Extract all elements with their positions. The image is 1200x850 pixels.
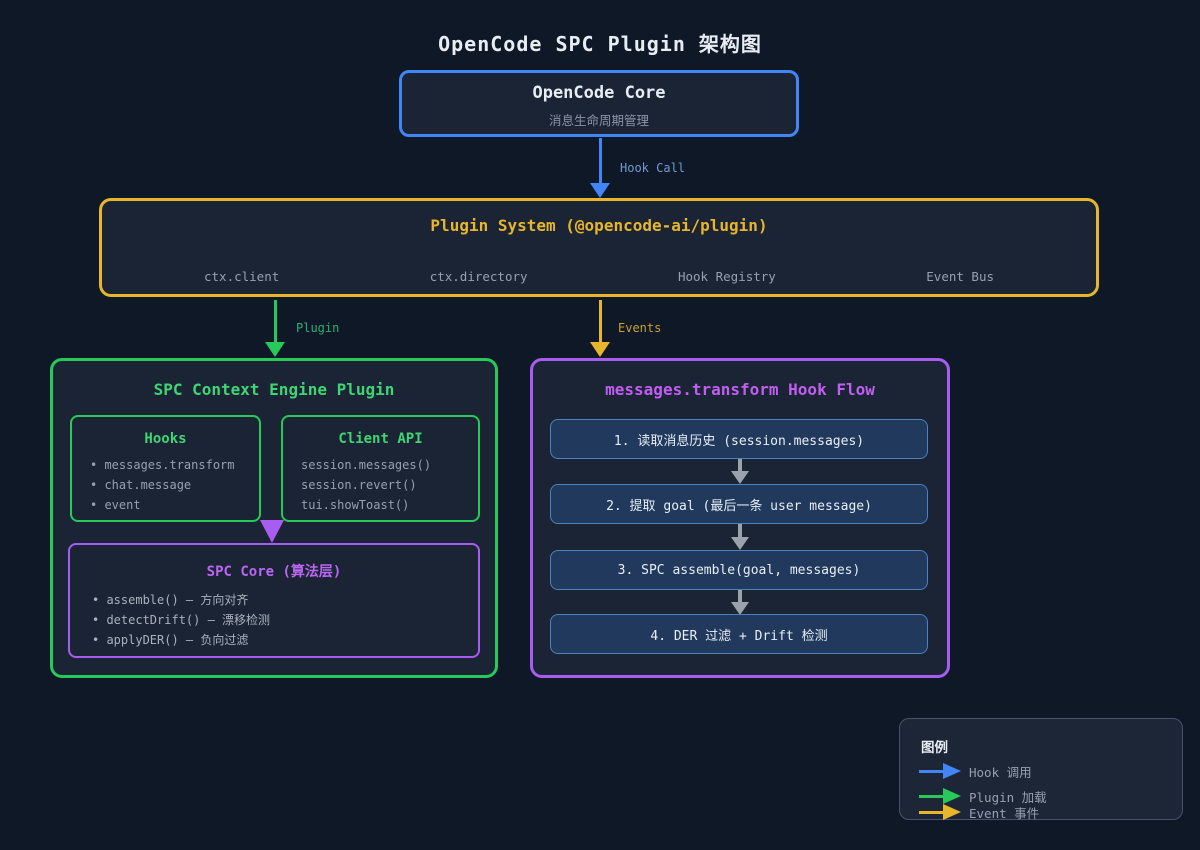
event-arrowhead-icon: [943, 804, 961, 820]
event-arrow-icon: [919, 810, 943, 814]
plugin-arrowhead-icon: [943, 788, 961, 804]
legend-row-plugin: Plugin 加载: [919, 787, 1047, 805]
hook-call-edge-label: Hook Call: [620, 161, 686, 175]
opencode-core-subtitle: 消息生命周期管理: [548, 113, 649, 128]
flow-connector-arrowhead-icon: [731, 537, 749, 550]
hooks-item: event: [72, 495, 259, 515]
plugin-arrowhead-icon: [265, 342, 285, 357]
legend-title: 图例: [921, 740, 948, 756]
hook-call-arrowhead-icon: [590, 183, 610, 198]
spc-core-title: SPC Core (算法层): [206, 564, 342, 580]
plugin-system-title: Plugin System (@opencode-ai/plugin): [430, 216, 768, 235]
plugin-edge-label: Plugin: [296, 321, 340, 335]
plugin-system-items: ctx.client ctx.directory Hook Registry E…: [99, 269, 1099, 284]
plugin-system-item-ctx-client: ctx.client: [204, 269, 280, 284]
plugin-system-item-hook-registry: Hook Registry: [677, 269, 776, 284]
client-api-title: Client API: [338, 431, 423, 447]
client-api-item: tui.showToast(): [301, 498, 410, 512]
hook-arrowhead-icon: [943, 763, 961, 779]
spc-core-item: assemble() — 方向对齐: [68, 590, 480, 610]
flow-step-4: 4. DER 过滤 + Drift 检测: [550, 614, 928, 654]
flow-step-2: 2. 提取 goal (最后一条 user message): [550, 484, 928, 524]
flow-connector-arrowhead-icon: [731, 602, 749, 615]
flow-connector-line: [738, 524, 742, 537]
hooks-item: messages.transform: [72, 455, 259, 475]
client-api-box: Client API session.messages() session.re…: [281, 415, 480, 522]
hook-call-arrow-line: [598, 138, 602, 184]
legend-label-event: Event 事件: [969, 805, 1040, 821]
plugin-system-item-ctx-directory: ctx.directory: [429, 269, 528, 284]
plugin-arrow-icon: [919, 794, 943, 798]
spc-core-item: detectDrift() — 漂移检测: [68, 610, 480, 630]
client-api-list: session.messages() session.revert() tui.…: [283, 455, 478, 515]
flow-connector-line: [738, 590, 742, 602]
client-api-item: session.messages(): [301, 458, 432, 472]
flow-step-3: 3. SPC assemble(goal, messages): [550, 550, 928, 590]
plugin-system-box: [99, 198, 1099, 297]
spc-plugin-title: SPC Context Engine Plugin: [153, 380, 395, 399]
flow-connector-line: [738, 459, 742, 471]
legend-label-plugin: Plugin 加载: [969, 789, 1047, 805]
events-arrow-line: [598, 300, 602, 343]
flow-connector-arrowhead-icon: [731, 471, 749, 484]
plugin-system-item-event-bus: Event Bus: [926, 269, 994, 284]
hooks-list: messages.transform chat.message event: [72, 455, 259, 515]
opencode-core-box: [399, 70, 799, 137]
hook-flow-title: messages.transform Hook Flow: [605, 380, 875, 399]
opencode-core-title: OpenCode Core: [532, 83, 666, 103]
spc-core-arrowhead-icon: [260, 520, 284, 543]
hook-arrow-icon: [919, 769, 943, 773]
plugin-arrow-line: [273, 300, 277, 343]
legend-row-event: Event 事件: [919, 803, 1039, 821]
client-api-item: session.revert(): [301, 478, 417, 492]
hooks-box: Hooks messages.transform chat.message ev…: [70, 415, 261, 522]
hooks-title: Hooks: [144, 431, 187, 447]
spc-core-list: assemble() — 方向对齐 detectDrift() — 漂移检测 a…: [68, 590, 480, 650]
legend-label-hook: Hook 调用: [969, 764, 1032, 780]
diagram-title: OpenCode SPC Plugin 架构图: [438, 32, 762, 56]
flow-step-1: 1. 读取消息历史 (session.messages): [550, 419, 928, 459]
events-arrowhead-icon: [590, 342, 610, 357]
spc-core-item: applyDER() — 负向过滤: [68, 630, 480, 650]
events-edge-label: Events: [618, 321, 662, 335]
legend-row-hook: Hook 调用: [919, 762, 1032, 780]
hooks-item: chat.message: [72, 475, 259, 495]
